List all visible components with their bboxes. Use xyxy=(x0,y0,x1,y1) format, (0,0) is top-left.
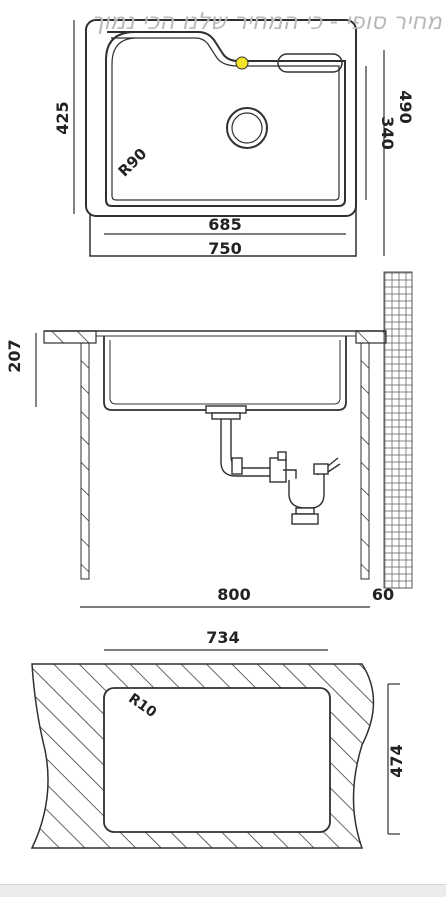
overflow-slot-icon xyxy=(277,53,343,73)
width-label: 750 xyxy=(208,239,241,258)
sink-bowl-inner xyxy=(111,37,340,201)
inner-depth-label: 340 xyxy=(378,116,397,149)
sink-basin-inner-profile xyxy=(109,340,341,405)
inner-width-label: 685 xyxy=(208,215,241,234)
left-countertop xyxy=(43,330,97,344)
bowl-depth-label: 207 xyxy=(5,339,24,372)
cutout-view: 734 474 R10 xyxy=(30,628,406,849)
right-countertop xyxy=(355,330,387,344)
side-view: 207 800 60 xyxy=(5,271,413,608)
sink-basin-profile xyxy=(103,336,347,411)
drain-outer-icon xyxy=(226,107,268,149)
top-view: 425 340 490 R90 685 750 xyxy=(53,19,415,258)
cutout-height-label: 474 xyxy=(387,744,406,777)
sink-outer-rim xyxy=(85,19,357,217)
depth-label: 490 xyxy=(396,90,415,123)
left-cabinet-wall xyxy=(80,342,90,580)
sink-bowl-outline xyxy=(105,31,346,207)
cutout-width-label: 734 xyxy=(206,628,239,647)
wall-gap-label: 60 xyxy=(372,585,394,604)
tap-hole-icon xyxy=(235,56,249,70)
footer-bar xyxy=(0,884,446,897)
cabinet-width-label: 800 xyxy=(217,585,250,604)
right-cabinet-wall xyxy=(360,342,370,580)
drain-siphon-icon xyxy=(205,405,341,525)
wall-tiles xyxy=(383,271,413,589)
drain-inner-icon xyxy=(231,112,263,144)
height-label: 425 xyxy=(53,101,72,134)
promo-header: מחיר סופי - כי המחיר שלנו הכי נמוך xyxy=(91,9,442,35)
sink-cutout xyxy=(103,687,331,833)
